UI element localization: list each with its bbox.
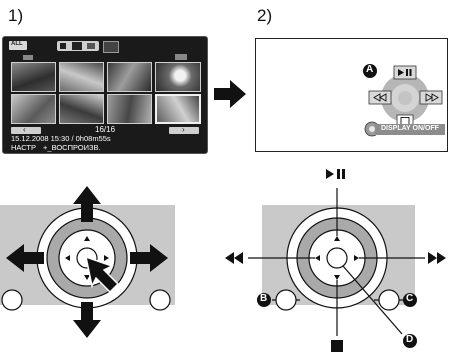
page-next-button[interactable]: › — [169, 125, 199, 134]
page-counter: 16/16 — [95, 125, 116, 134]
underscore-glyph: _ — [47, 143, 52, 152]
marker-a — [363, 64, 377, 78]
chevron-left-icon: ‹ — [23, 125, 26, 134]
marker-d — [403, 334, 417, 348]
stop-label-icon — [331, 340, 343, 352]
arrow-down-icon — [73, 302, 101, 338]
play-pause-icon — [398, 69, 412, 76]
fast-forward-icon — [425, 93, 439, 102]
display-toggle-label: DISPLAY ON/OFF — [381, 125, 439, 132]
tab-camera-icon — [87, 43, 95, 49]
thumbnail-8-selected[interactable] — [155, 94, 201, 124]
setup-menu-label[interactable]: НАСТР — [11, 143, 37, 152]
on-screen-control-icon — [368, 65, 443, 128]
all-badge-text: ALL — [11, 41, 23, 47]
scene-indicator-right — [175, 54, 187, 60]
thumbnail-screen: ALL ‹ 16/16 › 15.12.2008 15:30 / 0h08m55 — [2, 36, 208, 154]
tab-video-icon — [72, 42, 82, 50]
right-side-button[interactable] — [149, 289, 171, 311]
cursor-pointer-icon — [84, 255, 120, 294]
side-button-b[interactable] — [275, 289, 297, 311]
step-label-1: 1) — [8, 6, 24, 25]
chevron-right-icon: › — [182, 125, 185, 134]
marker-c-label: C — [406, 293, 414, 304]
all-badge: ALL — [9, 41, 27, 50]
scene-indicator-left — [23, 55, 33, 60]
thumbnail-5[interactable] — [11, 94, 56, 124]
arrow-right-big-icon — [130, 244, 168, 272]
page-prev-button[interactable]: ‹ — [11, 125, 41, 134]
menu-icon — [103, 41, 119, 53]
fast-forward-label-icon — [428, 252, 446, 264]
thumbnail-6[interactable] — [59, 94, 104, 124]
playback-mode-text: ВОСПРОИЗВ. — [51, 143, 101, 152]
display-toggle-button[interactable] — [364, 121, 445, 137]
play-pause-label-icon — [326, 169, 345, 179]
return-icon: + — [43, 143, 48, 152]
arrow-left-icon — [6, 244, 44, 272]
step-label-2: 2) — [257, 6, 273, 25]
tab-photo-icon — [60, 43, 66, 49]
recording-datetime: 15.12.2008 15:30 / 0h08m55s — [11, 134, 111, 143]
mode-tabs — [57, 41, 99, 51]
thumbnail-1[interactable] — [11, 62, 56, 92]
thumbnail-7[interactable] — [107, 94, 152, 124]
marker-b — [257, 293, 271, 307]
thumbnail-4[interactable] — [155, 62, 201, 92]
thumbnail-2[interactable] — [59, 62, 104, 92]
arrow-up-icon — [73, 186, 101, 222]
arrow-right-icon — [214, 80, 246, 108]
side-button-c[interactable] — [378, 289, 400, 311]
rewind-icon — [373, 93, 387, 102]
center-button[interactable] — [326, 247, 348, 269]
marker-d-label: D — [406, 334, 414, 345]
left-side-button[interactable] — [1, 289, 23, 311]
rewind-label-icon — [225, 252, 243, 264]
playback-mode-label: +_ВОСПРОИЗВ. — [43, 143, 101, 152]
marker-b-label: B — [260, 293, 268, 304]
thumbnail-3[interactable] — [107, 62, 152, 92]
marker-a-label: A — [366, 64, 374, 75]
marker-c — [403, 293, 417, 307]
